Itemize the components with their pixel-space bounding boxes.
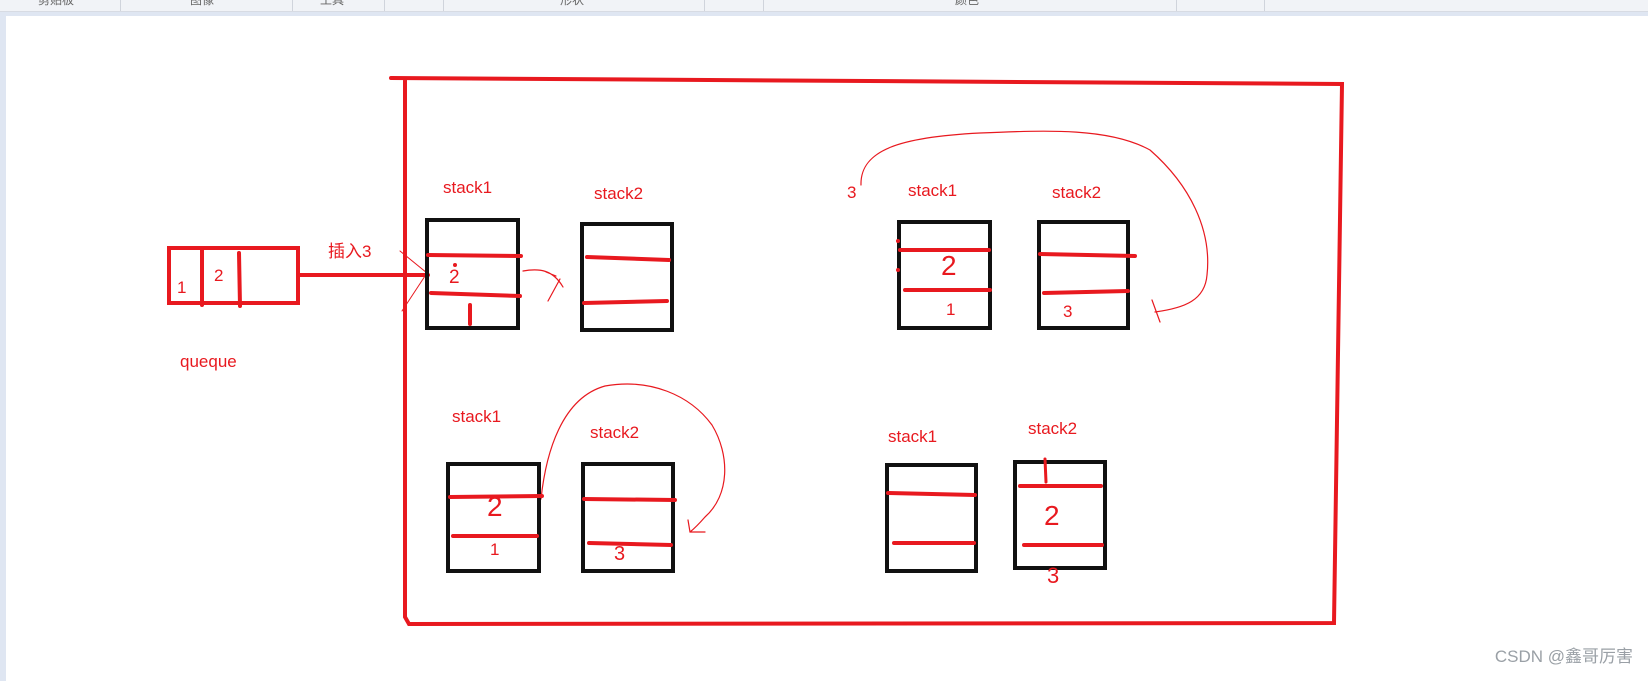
mark-three-b: 3 [1063, 302, 1073, 321]
ribbon-shapes[interactable]: 形状 [560, 0, 585, 7]
ribbon-divider [292, 0, 293, 11]
canvas-edge-left [0, 12, 6, 681]
mark-two-a: 2 [449, 267, 460, 288]
toolbar-ribbon: 剪贴板 图像 工具 形状 颜色 [0, 0, 1648, 12]
ribbon-divider [1176, 0, 1177, 11]
queue-item-1: 1 [177, 278, 187, 297]
queue-box [167, 246, 300, 308]
outer-frame [389, 76, 1345, 627]
stack2-box-d [1013, 457, 1107, 570]
small-arrow [522, 269, 564, 302]
stack2-box-a [580, 222, 674, 332]
ribbon-divider [1264, 0, 1265, 11]
mark-two-d: 2 [1044, 500, 1060, 531]
stack1-label-c: stack1 [452, 407, 502, 426]
mark-one-b: 1 [946, 300, 956, 319]
stack1-label-d: stack1 [888, 427, 938, 446]
mark-one-c: 1 [490, 540, 500, 559]
ribbon-divider [704, 0, 705, 11]
ribbon-colors[interactable]: 颜色 [955, 0, 980, 7]
stack1-box-c [446, 462, 544, 573]
canvas-edge-top [0, 12, 1648, 16]
three-label: 3 [847, 183, 857, 202]
stack1-box-a [425, 218, 523, 330]
ribbon-divider [384, 0, 385, 11]
ribbon-tools[interactable]: 工具 [320, 0, 345, 7]
stack2-box-b [1037, 220, 1137, 330]
stack2-label-b: stack2 [1052, 183, 1102, 202]
stack1-box-d [885, 463, 978, 573]
stack1-label-a: stack1 [443, 178, 493, 197]
ribbon-divider [443, 0, 444, 11]
stack2-label-d: stack2 [1028, 419, 1078, 438]
ribbon-clipboard[interactable]: 剪贴板 [38, 0, 75, 7]
mark-three-c: 3 [614, 543, 626, 565]
stack2-box-c [581, 462, 677, 573]
stack2-label-a: stack2 [594, 184, 644, 203]
queue-item-2: 2 [214, 266, 224, 285]
ribbon-divider [120, 0, 121, 11]
csdn-watermark: CSDN @鑫哥厉害 [1494, 647, 1633, 666]
ribbon-image[interactable]: 图像 [190, 0, 215, 7]
curve-arrow-bottom [540, 383, 726, 533]
mark-two-c: 2 [487, 491, 503, 522]
mark-three-d: 3 [1047, 563, 1060, 588]
stack1-label-b: stack1 [908, 181, 958, 200]
queue-label: queque [180, 352, 237, 371]
curve-arrow-top [860, 130, 1209, 323]
stack1-box-b [896, 220, 992, 330]
insert-label: 插入3 [328, 242, 372, 261]
stack2-label-c: stack2 [590, 423, 640, 442]
ribbon-divider [763, 0, 764, 11]
mark-two-b: 2 [941, 250, 957, 281]
